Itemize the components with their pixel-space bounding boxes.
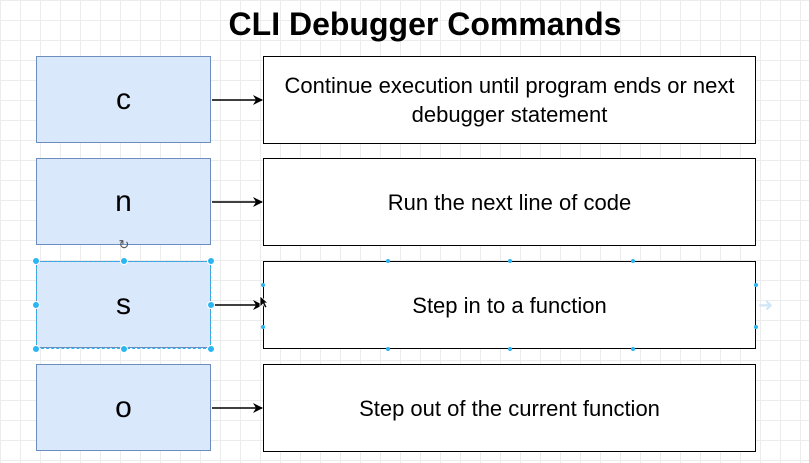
command-key-label: n <box>115 184 132 218</box>
resize-handle-top-left[interactable] <box>32 257 40 265</box>
rotate-icon[interactable]: ↻ <box>118 237 130 252</box>
description-box-n[interactable]: Run the next line of code <box>263 158 756 246</box>
command-description-label: Step out of the current function <box>359 395 660 421</box>
resize-handle-bottom[interactable] <box>120 345 128 353</box>
connection-point[interactable] <box>261 325 265 329</box>
command-description-label: Continue execution until program ends or… <box>284 73 735 127</box>
connection-point[interactable] <box>508 259 512 263</box>
resize-handle-left[interactable] <box>32 301 40 309</box>
resize-handle-right[interactable] <box>207 301 215 309</box>
connection-point[interactable] <box>261 283 265 287</box>
description-box-o[interactable]: Step out of the current function <box>263 364 756 452</box>
command-box-o[interactable]: o <box>36 364 211 451</box>
command-box-n[interactable]: n <box>36 158 211 245</box>
connection-point[interactable] <box>754 325 758 329</box>
arrow-right-icon[interactable]: ➜ <box>758 295 774 315</box>
diagram-title: CLI Debugger Commands <box>228 6 622 42</box>
command-box-c[interactable]: c <box>36 56 211 143</box>
command-description-label: Step in to a function <box>412 292 607 318</box>
resize-handle-top-right[interactable] <box>207 257 215 265</box>
connection-point[interactable] <box>386 259 390 263</box>
resize-handle-bottom-left[interactable] <box>32 345 40 353</box>
resize-handle-top[interactable] <box>120 257 128 265</box>
command-description-label: Run the next line of code <box>387 189 632 215</box>
description-box-s[interactable]: Step in to a function <box>263 261 756 349</box>
connection-point[interactable] <box>386 347 390 351</box>
cursor-icon <box>259 295 269 309</box>
command-key-label: s <box>116 287 131 321</box>
connection-point[interactable] <box>631 347 635 351</box>
description-box-c[interactable]: Continue execution until program ends or… <box>263 56 756 144</box>
command-key-label: o <box>115 390 132 424</box>
connection-point[interactable] <box>631 259 635 263</box>
connection-point[interactable] <box>508 347 512 351</box>
command-box-s[interactable]: s <box>36 261 211 348</box>
resize-handle-bottom-right[interactable] <box>207 345 215 353</box>
command-key-label: c <box>116 82 131 116</box>
connection-point[interactable] <box>754 283 758 287</box>
